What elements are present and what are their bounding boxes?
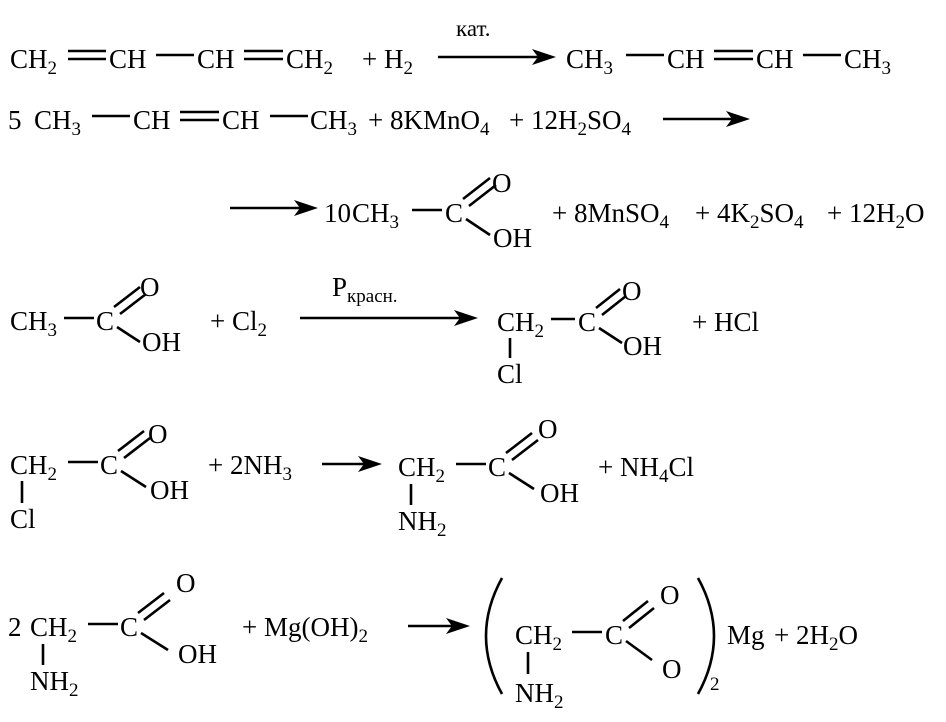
hydroxyl-bond [116,325,141,344]
coefficient: 5 [8,105,22,135]
carboxylate-bond [625,639,653,662]
butene-ch3-right: CH3 [844,44,891,79]
glycine-ch2: CH2 [30,612,77,647]
acetic-acid-ch3: CH3 [10,306,57,341]
ammonia-reagent: + 2NH3 [208,450,292,485]
manganese-sulfate: + 8MnSO4 [552,198,670,233]
hydroxyl-group: OH [493,223,532,253]
carboxyl-carbon: C [445,198,463,228]
glycinate-ch2: CH2 [515,620,562,655]
magnesium-hydroxide: + Mg(OH)2 [242,612,368,647]
amino-group: NH2 [398,506,447,541]
hydroxyl-group: OH [178,639,217,669]
bridging-oxygen: O [662,654,682,684]
butadiene-ch: CH [109,44,147,74]
chlorine-atom: Cl [497,359,523,389]
butene-ch3-right: CH3 [310,105,357,140]
carbonyl-oxygen: O [660,580,680,610]
water: + 2H2O [774,620,858,655]
reaction-2-products: 10 CH3 C O OH + 8MnSO4 + 4K2SO4 + 12H2O [230,168,924,253]
hydroxyl-bond [120,469,147,489]
carbonyl-oxygen: O [492,168,512,198]
chlorine-atom: Cl [10,504,36,534]
hydroxyl-group: OH [150,475,189,505]
carbonyl-oxygen: O [148,419,168,449]
carbonyl-bond [595,287,621,310]
butene-ch: CH [133,105,171,135]
amino-group: NH2 [30,666,79,701]
right-parenthesis [696,577,716,695]
carbonyl-bond [137,591,165,615]
carboxyl-carbon: C [120,612,138,642]
carbonyl-bond [505,431,533,455]
butadiene-ch: CH [197,44,235,74]
butene-ch3-left: CH3 [566,44,613,79]
carbonyl-bond [622,599,649,623]
hydrogen-chloride: + HCl [692,307,759,337]
sulfuric-acid-reagent: + 12H2SO4 [509,105,632,140]
acetic-acid-ch3: CH3 [352,198,399,233]
butadiene-ch2-left: CH2 [10,44,57,79]
hydroxyl-bond [598,326,623,345]
complex-subscript: 2 [710,674,720,695]
butene-ch: CH [667,44,705,74]
hydroxyl-group: OH [540,478,579,508]
reaction-6: 2 CH2 NH2 C O OH + Mg(OH)2 CH2 NH2 C O O… [8,568,858,713]
carbonyl-bond [113,285,141,309]
hydroxyl-bond [140,631,169,652]
carbonyl-oxygen: O [176,568,196,598]
reaction-5: CH2 Cl C O OH + 2NH3 CH2 NH2 C O OH + NH… [10,414,694,541]
potassium-sulfate: + 4K2SO4 [695,198,804,233]
carboxyl-carbon: C [488,452,506,482]
carboxyl-carbon: C [96,306,114,336]
carbonyl-oxygen: O [538,414,558,444]
coefficient: 2 [8,612,22,642]
carbonyl-oxygen: O [622,276,642,306]
reaction-2: 5 CH3 CH CH CH3 + 8KMnO4 + 12H2SO4 [8,105,750,140]
water: + 12H2O [827,198,924,233]
magnesium-atom: Mg [727,620,765,650]
reaction-1: CH2 CH CH CH2 + H2 кат. CH3 CH CH CH3 [10,16,891,79]
carbonyl-bond [117,429,145,453]
hydroxyl-group: OH [623,331,662,361]
carboxylate-carbon: C [605,620,623,650]
butadiene-ch2-right: CH2 [286,44,333,79]
red-phosphorus-catalyst: Pкрасн. [332,272,398,307]
carbonyl-bond [462,176,491,201]
hydroxyl-bond [465,217,491,237]
carboxyl-carbon: C [578,307,596,337]
butene-ch: CH [222,105,260,135]
ammonium-chloride: + NH4Cl [598,452,694,487]
reaction-4: CH3 C O OH + Cl2 Pкрасн. CH2 Cl C O OH +… [10,272,759,389]
butene-ch3-left: CH3 [34,105,81,140]
amino-group: NH2 [515,678,564,713]
left-parenthesis [484,577,504,695]
carboxyl-carbon: C [100,450,118,480]
glycine-ch2: CH2 [398,452,445,487]
catalyst-label: кат. [456,16,491,41]
chloroacetic-ch2: CH2 [497,307,544,342]
hydrogen-reagent: + H2 [362,44,413,79]
product-coefficient: 10 [324,198,351,228]
carbonyl-oxygen: O [140,272,160,302]
butene-ch: CH [756,44,794,74]
hydroxyl-bond [508,471,535,491]
chloroacetic-ch2: CH2 [10,450,57,485]
chlorine-reagent: + Cl2 [210,306,267,341]
hydroxyl-group: OH [142,327,181,357]
permanganate-reagent: + 8KMnO4 [368,105,490,140]
